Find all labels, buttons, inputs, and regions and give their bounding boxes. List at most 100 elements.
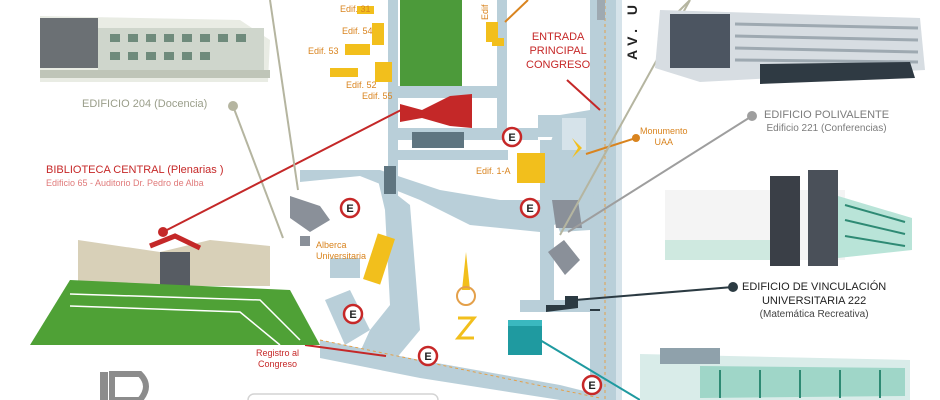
building-monumento-plaza: [562, 118, 586, 150]
label-biblioteca-sub: Edificio 65 - Auditorio Dr. Pedro de Alb…: [46, 178, 204, 188]
parking-marker-label: E: [424, 351, 431, 363]
label-entrada-line2: PRINCIPAL: [529, 45, 587, 57]
illustration-edificio-204: [40, 16, 270, 82]
leader-registro: [304, 344, 387, 357]
label-edif-52: Edif. 52: [346, 80, 377, 90]
leader-polivalente-dot: [747, 111, 757, 121]
green-field: [400, 0, 462, 92]
road-curve-west: [360, 180, 420, 360]
dark-building-1: [412, 132, 464, 148]
building-edif-53: [345, 44, 370, 55]
leader-monumento-dot: [632, 134, 640, 142]
parking-marker-label: E: [508, 132, 515, 144]
parking-marker-ring: [417, 345, 439, 367]
label-polivalente-sub: Edificio 221 (Conferencias): [766, 123, 887, 134]
illustration-biblioteca: [30, 233, 320, 346]
parking-marker-e2: E: [339, 197, 361, 219]
parking-marker-ring: [342, 303, 364, 325]
leader-edificio-204-dot: [228, 101, 238, 111]
building-edif-54: [372, 23, 384, 45]
label-polivalente-title: EDIFICIO POLIVALENTE: [764, 109, 890, 121]
label-vinculacion-line2: UNIVERSITARIA 222: [761, 295, 867, 307]
road-diagonal-main: [300, 170, 560, 232]
building-alberca: [363, 233, 395, 285]
gray-buildings: [290, 196, 582, 275]
road-mid-h: [398, 150, 508, 160]
leader-polivalente: [567, 115, 753, 233]
parking-marker-label: E: [346, 203, 353, 215]
label-vinculacion-line1: EDIFICIO DE VINCULACIÓN: [742, 281, 887, 293]
avenue-gray-block: [597, 0, 605, 20]
yellow-buildings: [330, 6, 545, 285]
parking-marker-ring: [519, 197, 541, 219]
label-registro-line1: Registro al: [256, 348, 300, 358]
label-edif-54: Edif. 54: [342, 26, 373, 36]
building-vinculacion-footprint: [546, 296, 578, 312]
road-bottom-diagonal: [320, 340, 600, 400]
leader-top-left: [269, 0, 299, 191]
parking-marker-e4: E: [342, 303, 364, 325]
label-edif-31: Edif. 31: [340, 4, 371, 14]
leader-vinculacion: [574, 286, 734, 301]
label-vinculacion-sub: (Matemática Recreativa): [759, 309, 869, 320]
building-small-gray: [300, 236, 310, 246]
label-registro: Registro al Congreso: [256, 348, 299, 370]
label-alberca: Alberca Universitaria: [316, 240, 366, 262]
label-edif-53: Edif. 53: [308, 46, 339, 56]
leader-biblioteca: [162, 107, 406, 233]
parking-marker-e1: E: [501, 126, 523, 148]
label-monumento: Monumento UAA: [640, 126, 688, 148]
building-204-footprint: [290, 196, 330, 232]
dark-building-2: [384, 166, 396, 194]
parking-marker-label: E: [588, 380, 595, 392]
label-entrada-principal: ENTRADA PRINCIPAL CONGRESO: [526, 30, 590, 72]
label-entrada-line3: CONGRESO: [526, 59, 591, 71]
label-edificio-204: EDIFICIO 204 (Docencia): [82, 98, 208, 110]
label-biblioteca-title: BIBLIOTECA CENTRAL (Plenarias ): [46, 164, 224, 176]
parking-marker-e5: E: [417, 345, 439, 367]
label-monumento-line1: Monumento: [640, 126, 688, 136]
road-center-vertical: [497, 0, 507, 140]
label-polivalente: EDIFICIO POLIVALENTE Edificio 221 (Confe…: [764, 108, 889, 136]
building-gray-diagonal: [548, 240, 580, 275]
label-alberca-line1: Alberca: [316, 240, 347, 250]
illustration-polivalente: [655, 10, 925, 84]
building-edif-top: [486, 22, 498, 42]
parking-marker-label: E: [526, 203, 533, 215]
illustration-vinculacion: [665, 170, 912, 266]
building-biblioteca: [400, 94, 472, 128]
illustration-teal-building: [640, 348, 910, 400]
leader-entrada: [566, 79, 601, 111]
road-left-vertical: [388, 0, 398, 210]
label-edif-top: Edif: [480, 4, 490, 20]
leader-biblioteca-dot: [158, 227, 168, 237]
building-edif-55: [375, 62, 392, 82]
parking-marker-ring: [581, 374, 603, 396]
road-left-side: [330, 258, 360, 278]
parking-marker-e6: E: [581, 374, 603, 396]
leader-vinculacion-dot: [728, 282, 738, 292]
building-edif-top-2: [492, 38, 504, 46]
building-teal-top: [508, 320, 542, 326]
building-edif-1a: [517, 153, 545, 183]
label-avenue: AV. U: [624, 0, 640, 60]
leader-teal: [539, 339, 641, 400]
label-registro-line2: Congreso: [258, 358, 298, 369]
parking-marker-label: E: [349, 309, 356, 321]
leader-edif-top: [504, 0, 529, 23]
leader-monumento: [585, 137, 637, 155]
building-edif-52: [330, 68, 358, 77]
building-teal: [508, 325, 542, 355]
monumento-icon: [572, 138, 582, 158]
building-edif-31: [357, 6, 374, 14]
label-edif-1a: Edif. 1-A: [476, 166, 511, 176]
compass-icon: [454, 252, 478, 340]
dark-buildings: [384, 132, 464, 194]
label-alberca-line2: Universitaria: [316, 250, 367, 261]
label-entrada-line1: ENTRADA: [531, 31, 585, 43]
road-top-horizontal: [398, 86, 503, 98]
parking-marker-e3: E: [519, 197, 541, 219]
parking-marker-ring: [501, 126, 523, 148]
